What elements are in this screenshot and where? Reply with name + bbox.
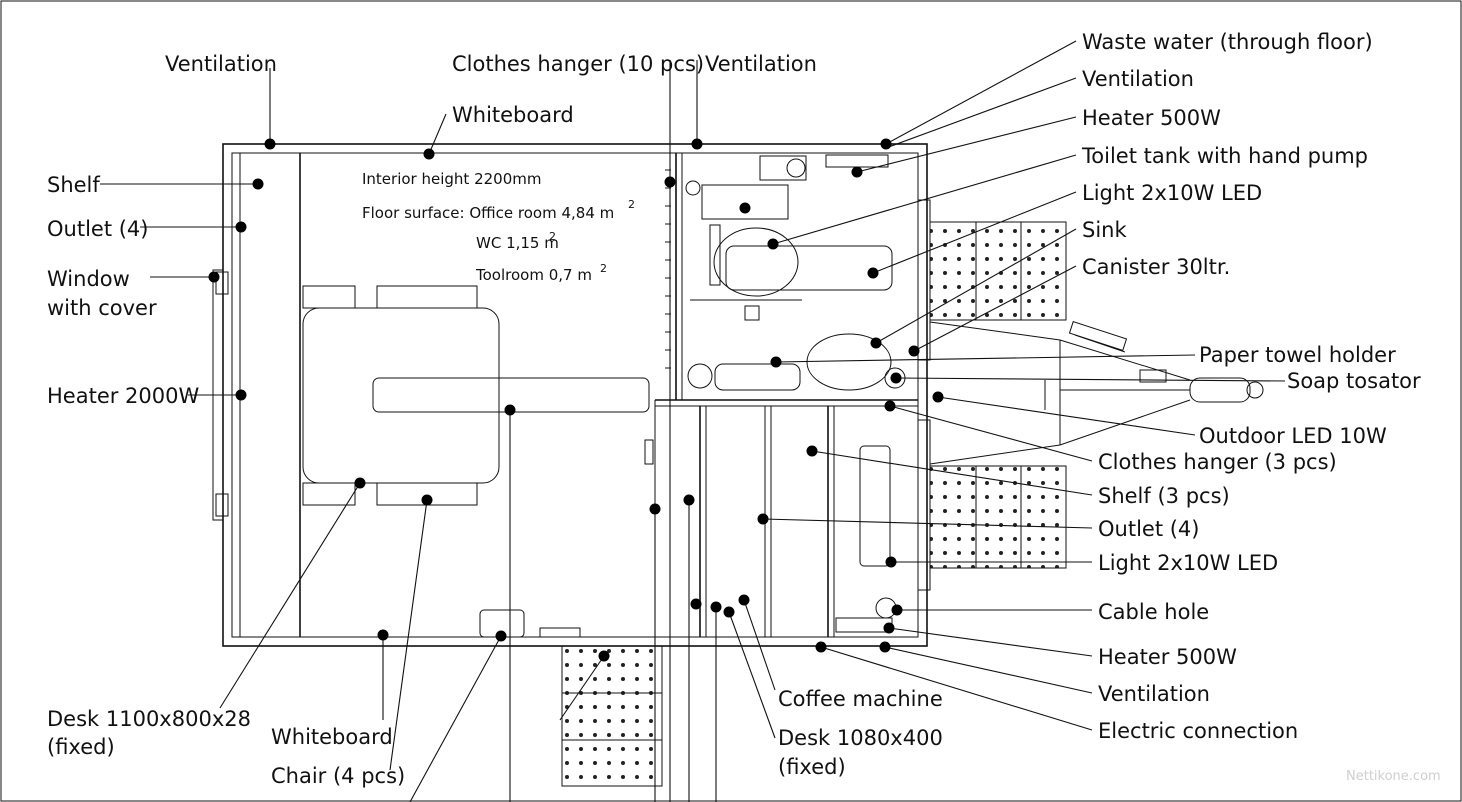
wc-shelf [725, 245, 893, 291]
note-sup: 2 [600, 262, 607, 275]
label-chair: Chair (4 pcs) [271, 764, 405, 788]
label-waste-water: Waste water (through floor) [1082, 30, 1373, 54]
note-sup: 2 [549, 230, 556, 243]
label-light-top: Light 2x10W LED [1082, 181, 1262, 205]
toolroom-fixtures [835, 445, 897, 633]
chair [302, 482, 356, 506]
leader-lines [100, 40, 1286, 802]
label-ventilation-top-mid: Ventilation [705, 52, 817, 76]
label-cable-hole: Cable hole [1098, 600, 1209, 624]
label-soap: Soap tosator [1287, 369, 1421, 393]
note-wc: WC 1,15 m [476, 234, 559, 252]
interior-notes: Interior height 2200mm Floor surface: Of… [362, 170, 635, 284]
label-shelf: Shelf [47, 173, 100, 197]
label-ventilation-top-left: Ventilation [165, 52, 277, 76]
label-window-1: Window [47, 267, 130, 291]
label-desk-1080-1: Desk 1080x400 [778, 726, 943, 750]
label-heater-500-top: Heater 500W [1082, 106, 1221, 130]
label-shelf-3: Shelf (3 pcs) [1098, 484, 1230, 508]
chair [376, 285, 478, 309]
chair [302, 285, 356, 309]
label-light-bottom: Light 2x10W LED [1098, 551, 1278, 575]
label-clothes-hanger-3: Clothes hanger (3 pcs) [1098, 450, 1337, 474]
desk-1100 [302, 307, 500, 484]
label-desk-1100-2: (fixed) [47, 735, 115, 759]
note-toolroom: Toolroom 0,7 m [475, 266, 592, 284]
entry-steps [561, 221, 1067, 787]
label-ventilation-bottom: Ventilation [1098, 682, 1210, 706]
label-heater-500-bottom: Heater 500W [1098, 645, 1237, 669]
label-whiteboard-bottom: Whiteboard [271, 725, 393, 749]
label-desk-1080-2: (fixed) [778, 755, 846, 779]
watermark: Nettikone.com [1346, 769, 1441, 784]
toilet [713, 227, 799, 297]
label-clothes-hanger-10: Clothes hanger (10 pcs) [452, 52, 704, 76]
label-sink: Sink [1082, 218, 1127, 242]
note-sup: 2 [628, 198, 635, 211]
label-outdoor-led: Outdoor LED 10W [1199, 424, 1387, 448]
label-heater-2000: Heater 2000W [47, 384, 199, 408]
label-electric-connection: Electric connection [1098, 719, 1298, 743]
tow-bar [929, 321, 1264, 465]
label-paper-towel: Paper towel holder [1199, 343, 1396, 367]
label-whiteboard-top: Whiteboard [452, 103, 574, 127]
marker-dots [208, 138, 944, 662]
label-ventilation-right-top: Ventilation [1082, 67, 1194, 91]
label-toilet-tank: Toilet tank with hand pump [1081, 144, 1368, 168]
label-desk-1100-1: Desk 1100x800x28 [47, 707, 251, 731]
note-floor-surface: Floor surface: Office room 4,84 m [362, 204, 614, 222]
label-outlet-right: Outlet (4) [1098, 517, 1199, 541]
note-interior-height: Interior height 2200mm [362, 170, 541, 188]
callout-labels: Ventilation Clothes hanger (10 pcs) Vent… [47, 30, 1421, 788]
label-outlet-left: Outlet (4) [47, 217, 148, 241]
label-canister: Canister 30ltr. [1082, 255, 1230, 279]
label-window-2: with cover [47, 296, 157, 320]
label-coffee-machine: Coffee machine [778, 687, 943, 711]
